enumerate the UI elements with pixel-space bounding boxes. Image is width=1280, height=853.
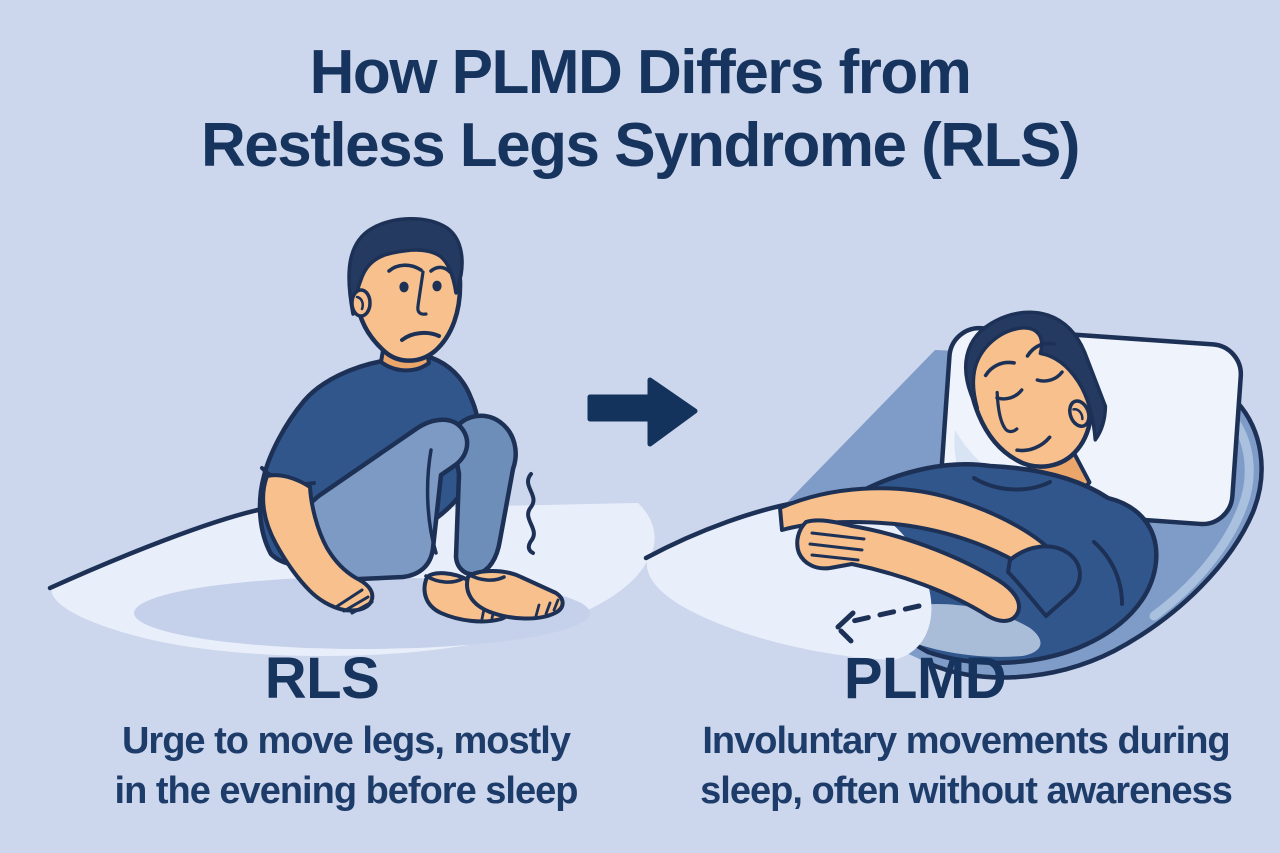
man-sleeping	[643, 310, 1159, 666]
rls-scene	[47, 217, 655, 656]
rls-description-line-2: in the evening before sleep	[114, 770, 579, 812]
mattress-highlight	[1149, 411, 1254, 621]
dashed-movement-arrow-icon	[835, 603, 922, 644]
plmd-man-ear-line	[1072, 408, 1084, 421]
plmd-man-elbow-sleeve	[1006, 544, 1082, 618]
rls-man-leg-crease	[425, 448, 438, 555]
plmd-man-nose	[995, 390, 1019, 434]
arrow-right-icon	[587, 377, 698, 447]
plmd-description: Involuntary movements during sleep, ofte…	[686, 716, 1246, 816]
man-sitting	[257, 217, 565, 624]
tremor-squiggle-icon	[526, 472, 536, 555]
rls-description-line-1: Urge to move legs, mostly	[121, 720, 571, 762]
rls-man-ear-line	[355, 295, 365, 311]
rls-description: Urge to move legs, mostly in the evening…	[66, 716, 626, 816]
rls-man-ear	[350, 288, 372, 318]
rls-man-arm	[261, 473, 375, 613]
rls-man-mouth-frown	[400, 330, 441, 342]
rls-man-pant-cuffs	[424, 572, 506, 584]
bed-sheet-edge	[47, 504, 335, 591]
plmd-man-forearm-hand	[795, 518, 1021, 623]
plmd-man-ear	[1068, 399, 1091, 429]
rls-man-far-leg	[449, 413, 518, 577]
rls-man-eye-right	[432, 280, 442, 292]
rls-man-hair	[347, 217, 464, 316]
page-title: How PLMD Differs from Restless Legs Synd…	[0, 36, 1280, 182]
plmd-man-mouth	[1015, 435, 1052, 453]
plmd-man-collar	[972, 476, 1052, 492]
plmd-description-line-2: sleep, often without awareness	[700, 770, 1233, 812]
rls-man-eyebrows	[387, 263, 452, 274]
rls-man-toes-far	[534, 598, 560, 618]
rls-man-nose	[416, 270, 428, 316]
plmd-man-eyebrows	[983, 341, 1056, 378]
plmd-label: PLMD	[843, 646, 1007, 711]
rls-man-fingers	[334, 588, 374, 615]
rls-man-eye-left	[399, 281, 409, 293]
plmd-man-finger-lines	[808, 531, 866, 562]
title-line-1: How PLMD Differs from	[309, 38, 972, 107]
plmd-man-hair	[963, 310, 1108, 442]
rls-label: RLS	[264, 646, 380, 711]
plmd-scene	[643, 310, 1264, 680]
title-line-2: Restless Legs Syndrome (RLS)	[201, 111, 1080, 180]
plmd-man-sleeve-cuff	[1092, 540, 1124, 606]
plmd-description-line-1: Involuntary movements during	[702, 720, 1230, 762]
plmd-man-closed-eyes	[995, 370, 1064, 401]
mattress-edge	[925, 399, 1264, 680]
